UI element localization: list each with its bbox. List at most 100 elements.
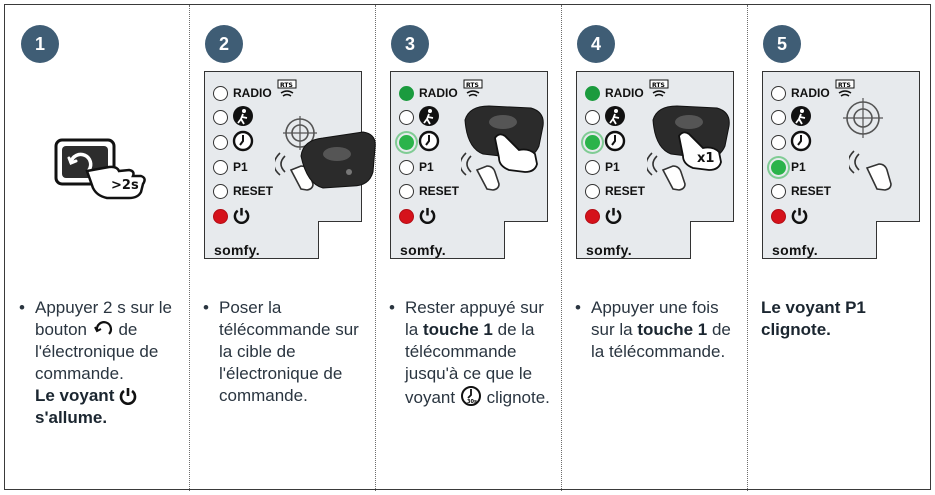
pedestrian-icon [605,106,625,126]
pedestrian-icon [233,106,253,126]
led-label-reset: RESET [419,184,460,198]
led-pedestrian [771,110,786,125]
rts-icon: RTS [649,79,669,97]
svg-text:RTS: RTS [280,82,293,89]
button-press-icon: >2s [53,137,149,208]
step-5-description: Le voyant P1 clignote. [761,297,931,341]
power-icon [605,207,622,224]
step-number-badge: 3 [391,25,429,63]
svg-text:30s: 30s [467,399,477,405]
brand-logo: somfy. [772,242,818,258]
led-label-reset: RESET [605,184,646,198]
step-2: 2 RADIO RTS P1 RESET somfy. • Pose [189,5,376,491]
column-divider [375,5,376,491]
led-label-p1: P1 [419,160,434,174]
led-power [213,209,228,224]
power-icon [419,207,436,224]
step-text: clignote. [486,388,550,407]
led-p1-blinking [771,160,786,175]
svg-text:x1: x1 [697,151,714,166]
led-pedestrian [585,110,600,125]
step-emphasis: touche 1 [422,320,493,339]
step-1: 1 >2s • Appuyer 2 s sur le bouton de l'é… [5,5,189,491]
pedestrian-icon [419,106,439,126]
column-divider [189,5,190,491]
svg-text:RTS: RTS [838,82,851,89]
brand-logo: somfy. [586,242,632,258]
led-label-p1: P1 [233,160,248,174]
clock-icon [418,130,440,152]
step-emphasis: s'allume. [35,408,108,427]
step-text: de la télécommande. [591,320,731,361]
led-p1 [399,160,414,175]
led-radio [213,86,228,101]
step-3-description: • Rester appuyé sur la touche 1 de la té… [389,298,550,407]
control-panel: RADIO RTS P1 RESET x1 somfy. [576,71,734,259]
led-power [399,209,414,224]
clock-icon: 30s [460,386,481,406]
step-number-badge: 1 [21,25,59,63]
svg-text:RTS: RTS [652,82,665,89]
control-panel: RADIO RTS P1 RESET somfy. [204,71,376,259]
led-label-reset: RESET [791,184,832,198]
clock-icon [232,130,254,152]
clock-icon [604,130,626,152]
led-power [585,209,600,224]
step-number-badge: 4 [577,25,615,63]
remote-icon [464,105,544,159]
column-divider [561,5,562,491]
led-label-radio: RADIO [605,86,644,100]
led-power [771,209,786,224]
led-radio [399,86,414,101]
radio-waves-icon [647,152,686,191]
button-icon [93,321,112,335]
svg-text:RTS: RTS [466,82,479,89]
power-icon [791,207,808,224]
rts-icon: RTS [835,79,855,97]
step-text: Appuyer 2 s sur le bouton [35,298,173,339]
step-4-description: • Appuyer une fois sur la touche 1 de la… [575,298,731,361]
led-clock-blinking [585,135,600,150]
step-2-description: • Poser la télécommande sur la cible de … [203,297,373,407]
column-divider [747,5,748,491]
led-reset [399,184,414,199]
rts-icon: RTS [463,79,483,97]
hand-icon: x1 [678,131,722,171]
led-clock-blinking [399,135,414,150]
hand-icon [494,133,538,173]
power-icon [119,388,137,405]
led-label-p1: P1 [605,160,620,174]
led-radio [585,86,600,101]
led-p1 [213,160,228,175]
led-pedestrian [399,110,414,125]
radio-waves-icon [849,150,892,191]
remote-icon [652,105,730,159]
led-label-radio: RADIO [791,86,830,100]
step-text: de l'électronique de commande. [35,320,159,383]
step-text: de la télécommande jusqu'à ce que le voy… [405,320,535,407]
target-icon [843,98,883,138]
clock-icon [790,130,812,152]
step-text: Rester appuyé sur la [405,298,544,339]
led-radio [771,86,786,101]
brand-logo: somfy. [400,242,446,258]
step-5: 5 RADIO RTS P1 RESET somfy. Le voyant P1… [747,5,930,491]
step-3: 3 RADIO RTS P1 RESET somfy. • Rester app… [375,5,561,491]
led-label-p1: P1 [791,160,806,174]
led-label-reset: RESET [233,184,274,198]
step-number-badge: 5 [763,25,801,63]
step-number-badge: 2 [205,25,243,63]
step-emphasis: touche 1 [637,320,708,339]
svg-text:>2s: >2s [111,178,139,193]
led-pedestrian [213,110,228,125]
led-clock [771,135,786,150]
radio-waves-icon [461,152,500,191]
step-text: Poser la télécommande sur la cible de l'… [219,298,359,405]
step-text: Appuyer une fois sur la [591,298,719,339]
power-icon [233,207,250,224]
remote-icon [300,131,376,189]
step-1-description: • Appuyer 2 s sur le bouton de l'électro… [19,298,173,427]
control-panel: RADIO RTS P1 RESET somfy. [762,71,920,259]
brand-logo: somfy. [214,242,260,258]
instruction-sheet: 1 >2s • Appuyer 2 s sur le bouton de l'é… [4,4,931,491]
